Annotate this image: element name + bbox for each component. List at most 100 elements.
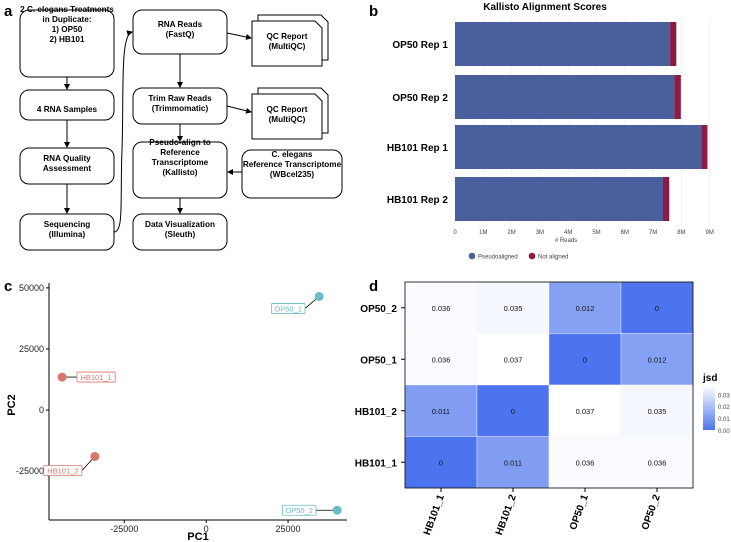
heatmap-col-label: OP50_1 <box>568 493 591 532</box>
bar-x-tick: 7M <box>649 230 657 236</box>
pca-point <box>57 372 67 382</box>
flow-middle-box-2-line-0: Pseudo-align to <box>149 138 210 147</box>
pca-x-tick-label: -25000 <box>110 524 138 534</box>
legend-swatch <box>468 252 476 260</box>
heatmap-cell-value: 0 <box>439 458 443 467</box>
bar-category-label: OP50 Rep 1 <box>392 40 448 51</box>
bar-pseudoaligned <box>455 177 664 221</box>
bar-x-tick: 3M <box>536 230 544 236</box>
bar-x-tick: 9M <box>706 230 714 236</box>
pca-y-tick-label: -25000 <box>16 466 44 476</box>
flow-left-box-2-line-0: RNA Quality <box>43 154 91 163</box>
heatmap-cell <box>404 436 478 489</box>
heatmap-cell-value: 0.036 <box>648 458 667 467</box>
pca-y-axis-title: PC2 <box>6 394 18 415</box>
flow-middle-box-2-line-2: Transcriptome <box>152 158 209 167</box>
flow-left-box-3-line-1: (Illumina) <box>49 230 86 239</box>
flow-left-box-0-line-3: 2) HB101 <box>49 35 84 44</box>
flow-right-box-0-line-0: QC Report <box>267 32 308 41</box>
flow-right-box-1-line-0: QC Report <box>267 105 308 114</box>
heatmap-cell <box>548 436 622 489</box>
flow-doc-qc-1 <box>251 20 323 67</box>
heatmap-cell-value: 0.036 <box>432 355 451 364</box>
pca-x-tick-label: 25000 <box>276 524 301 534</box>
heatmap-row-label: OP50_1 <box>360 355 397 366</box>
heatmap-cell-value: 0.035 <box>504 304 523 313</box>
legend-swatch <box>528 252 536 260</box>
legend-label: Not aligned <box>538 255 568 261</box>
bar-category-label: HB101 Rep 1 <box>387 143 449 154</box>
flow-middle-box-0-line-0: RNA Reads <box>158 20 203 29</box>
pca-point <box>332 505 342 515</box>
heatmap-legend-tick: 0.00 <box>718 429 730 435</box>
flow-box-reference <box>241 149 343 199</box>
bar-not-aligned <box>670 22 677 66</box>
bar-not-aligned <box>701 125 708 169</box>
heatmap-cell <box>548 333 622 386</box>
pca-label-box <box>43 465 83 476</box>
heatmap-legend-tick: 0.02 <box>718 405 730 411</box>
pca-point-label: HB101_2 <box>47 466 78 475</box>
heatmap-cell-value: 0.035 <box>648 407 667 416</box>
flow-doc-qc-2 <box>251 93 323 140</box>
pca-point-label: OP50_2 <box>285 506 313 515</box>
panel-letter-b: b <box>369 3 378 20</box>
heatmap-cell <box>620 384 694 437</box>
pca-point-label: HB101_1 <box>80 373 111 382</box>
pca-label-box <box>281 504 317 516</box>
heatmap-col-label: HB101_2 <box>494 493 519 537</box>
bar-category-label: OP50 Rep 2 <box>392 93 448 104</box>
flow-left-box-1-line-0: 4 RNA Samples <box>37 105 98 114</box>
bar-chart-title: Kallisto Alignment Scores <box>483 2 607 13</box>
heatmap-cell-value: 0.012 <box>576 304 595 313</box>
flow-left-box-0-line-0: 2 C. elegans Treatments <box>20 5 114 14</box>
bar-not-aligned <box>663 177 670 221</box>
heatmap-row-label: OP50_2 <box>360 304 397 315</box>
heatmap-col-label: HB101_1 <box>422 493 447 537</box>
flow-right-box-2-line-2: (WBcel235) <box>270 170 314 179</box>
heatmap-frame <box>404 281 694 489</box>
heatmap-cell-value: 0.011 <box>432 407 450 416</box>
heatmap-cell <box>620 436 694 489</box>
bar-x-tick: 4M <box>564 230 572 236</box>
heatmap-cell-value: 0.037 <box>504 355 523 364</box>
heatmap-cell-value: 0.012 <box>648 355 667 364</box>
pca-y-tick-label: 50000 <box>19 283 44 293</box>
heatmap-cell <box>548 281 622 334</box>
heatmap-cell-value: 0.037 <box>576 407 595 416</box>
bar-x-axis-title: # Reads <box>555 238 577 244</box>
heatmap-cell-value: 0.011 <box>504 458 522 467</box>
heatmap-legend-title: jsd <box>702 373 717 384</box>
flow-middle-box-3-line-1: (Sleuth) <box>165 230 196 239</box>
heatmap-legend-tick: 0.03 <box>718 393 730 399</box>
bar-x-tick: 5M <box>592 230 600 236</box>
heatmap-row-label: HB101_1 <box>355 458 398 469</box>
pca-point <box>314 291 324 301</box>
heatmap-cell <box>404 281 478 334</box>
pca-point-label: OP50_1 <box>274 304 302 313</box>
bar-pseudoaligned <box>455 125 702 169</box>
panel-letter-a: a <box>4 3 13 20</box>
flow-right-box-0-line-1: (MultiQC) <box>269 42 306 51</box>
bar-x-tick: 8M <box>677 230 685 236</box>
pca-point <box>90 451 100 461</box>
heatmap-cell <box>620 281 694 334</box>
heatmap-cell <box>476 436 550 489</box>
legend-label: Pseudoaligned <box>478 255 518 261</box>
flow-box-visualization <box>132 213 228 251</box>
panel-letter-d: d <box>369 278 378 295</box>
flow-middle-box-1-line-1: (Trimmomatic) <box>152 104 209 113</box>
flow-middle-box-2-line-1: Reference <box>160 148 200 157</box>
flow-right-box-2-line-1: Reference Transcriptome <box>243 160 342 169</box>
pca-label-box <box>270 303 306 314</box>
flow-left-box-2-line-1: Assessment <box>43 164 92 173</box>
flow-middle-box-3-line-0: Data Visualization <box>145 220 215 229</box>
heatmap-cell <box>620 333 694 386</box>
pca-x-tick-label: 0 <box>204 524 209 534</box>
flow-left-box-0-line-2: 1) OP50 <box>52 25 83 34</box>
heatmap-cell-value: 0.036 <box>432 304 451 313</box>
